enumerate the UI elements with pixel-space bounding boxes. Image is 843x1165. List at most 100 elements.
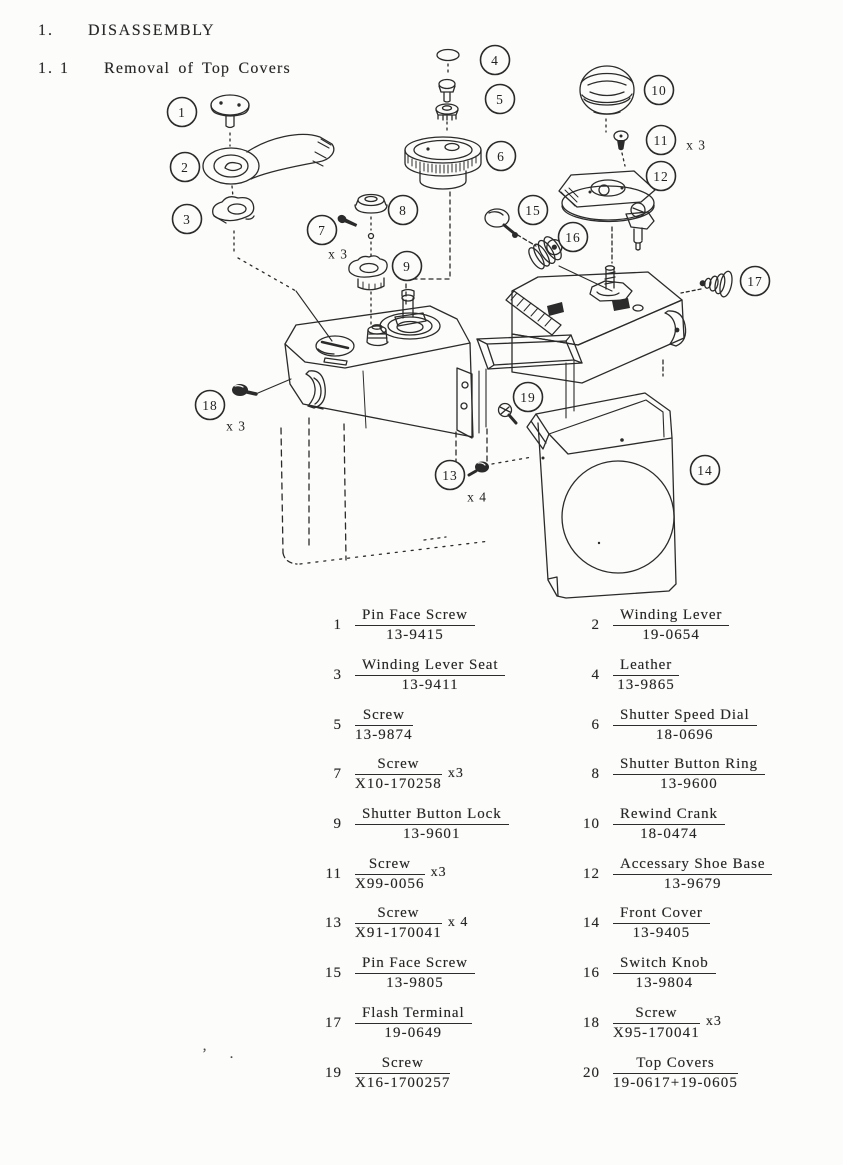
part-code: 13-9405 [632,925,691,942]
callout-1: 1 [166,96,198,128]
callout-3: 3 [171,203,203,235]
shutter-button-lock-part [348,255,388,327]
part-name: Pin Face Screw [355,955,475,975]
part-code: 13-9804 [635,975,694,992]
callout-16: 16 [557,221,589,253]
callout-multiplier: x 3 [328,247,348,262]
callout-6: 6 [485,140,517,172]
part-code: 13-9415 [386,627,444,644]
callout-circle [306,214,338,246]
callout-circle [512,381,544,413]
part-index: 2 [591,617,600,634]
left-top-cover [284,288,474,438]
callout-number: 12 [653,169,669,184]
part-name: Switch Knob [613,955,716,975]
flash-terminal-part [680,270,733,298]
part-code: X16-1700257 [355,1074,451,1091]
screw-19-part [497,402,518,425]
part-name: Pin Face Screw [355,607,475,627]
callout-circle [645,124,677,156]
part-index: 17 [325,1014,342,1031]
callout-number: 7 [318,223,326,238]
callout-number: 9 [403,259,411,274]
callout-number: 1 [178,105,186,120]
callout-circle [485,140,517,172]
part-index: 16 [583,965,600,982]
callout-5: 5 [484,83,516,115]
winding-lever-part [202,133,335,198]
callout-13: 13x 4 [434,459,486,505]
callout-circle [479,44,511,76]
part-index: 8 [591,766,600,783]
callout-19: 19 [512,381,544,413]
pin-face-screw-1-part [210,94,250,147]
callout-number: 13 [442,468,458,483]
part-index: 14 [583,915,600,932]
callout-number: 3 [183,212,191,227]
part-code: 13-9679 [663,875,722,892]
part-code: 13-9600 [660,776,718,793]
callout-circle [739,265,771,297]
callout-4: 4 [479,44,511,76]
callout-circle [484,83,516,115]
callout-circle [557,221,589,253]
callout-number: 18 [202,398,218,413]
callout-circle [689,454,721,486]
callout-circle [645,160,677,192]
part-code: X99-0056 [355,875,425,892]
part-name: Winding Lever [613,607,730,627]
callout-circle [517,194,549,226]
callout-number: 15 [525,203,541,218]
part-index: 18 [583,1014,600,1031]
callout-7: 7x 3 [306,214,348,262]
part-code: 19-0649 [384,1024,443,1041]
part-code: 13-9805 [386,975,444,992]
callout-9: 9 [391,250,423,282]
part-name: Shutter Speed Dial [613,707,757,726]
section-number: 1. [38,22,54,39]
part-code: 13-9874 [355,726,413,743]
part-name: Accessary Shoe Base [613,856,773,875]
callout-multiplier: x 3 [686,138,706,153]
winding-lever-seat-part [212,196,333,342]
part-index: 11 [325,865,342,882]
callout-circle [387,194,419,226]
part-code: 18-0474 [640,826,698,843]
camera-body-outline [280,417,491,565]
callout-number: 2 [181,160,189,175]
part-name: Screw [355,905,442,925]
part-index: 10 [583,816,600,833]
callout-circle [643,74,675,106]
part-name: Leather [613,657,680,677]
accessory-shoe-base-part [558,170,656,264]
part-index: 6 [591,716,600,733]
part-name: Shutter Button Ring [613,756,765,776]
callout-number: 8 [399,203,407,218]
